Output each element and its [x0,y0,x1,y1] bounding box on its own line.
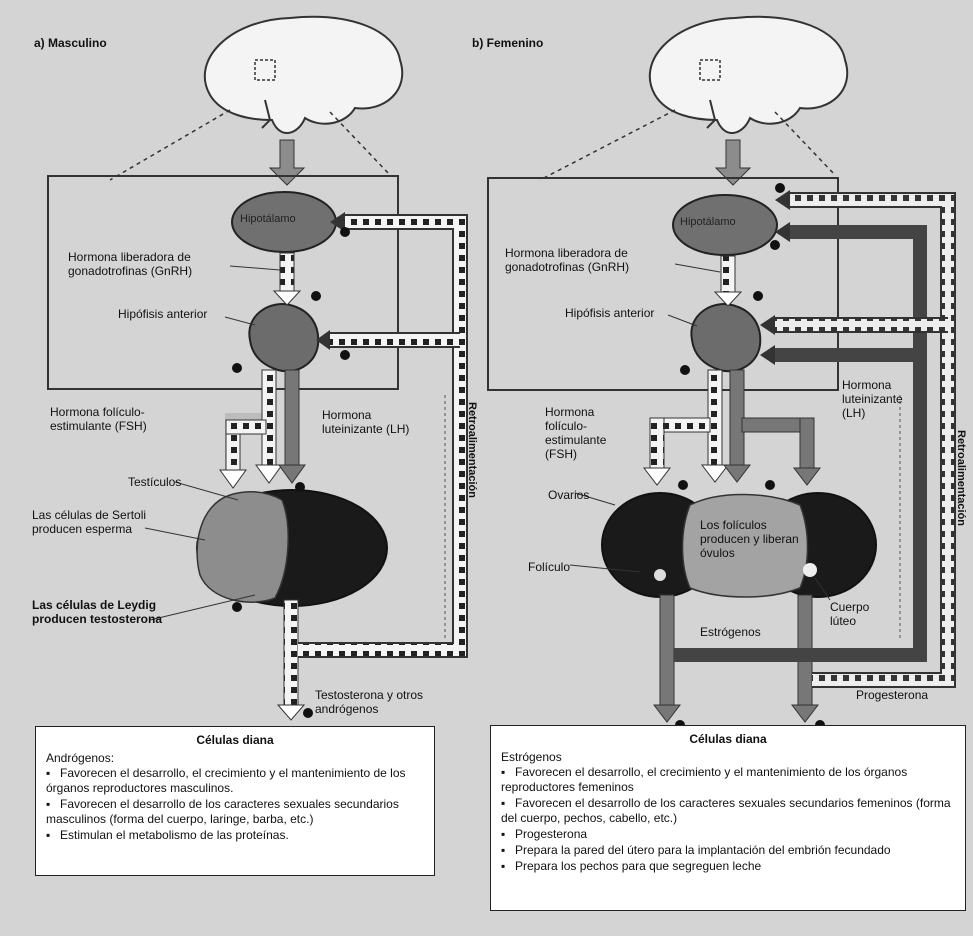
male-inhibit-dot [311,291,321,301]
female-estrogen-head [654,705,680,722]
male-lh-shaft [285,370,299,465]
bullet-icon: ▪ [46,797,60,812]
female-inhibit-dot [770,240,780,250]
male-target-subtitle: Andrógenos: [46,751,424,766]
male-pointer-testes [175,482,238,500]
list-item: ▪Prepara la pared del útero para la impl… [501,843,955,858]
list-item: ▪Prepara los pechos para que segreguen l… [501,859,955,874]
male-pituitary-label: Hipófisis anterior [118,307,207,321]
female-target-list: ▪Favorecen el desarrollo, el crecimiento… [501,765,955,874]
male-output-label: Testosterona y otros andrógenos [315,688,455,716]
female-estrogen-shaft [660,595,674,705]
male-sertoli-region [197,492,288,602]
list-item: ▪Progesterona [501,827,955,842]
bullet-icon: ▪ [46,766,60,781]
female-inhibit-dot [678,480,688,490]
male-inhibit-dot [340,227,350,237]
male-fsh-head-a [256,465,282,483]
male-output-head [278,705,304,720]
list-item: ▪Favorecen el desarrollo, el crecimiento… [46,766,424,796]
female-hypothalamus-label: Hipotálamo [680,215,736,229]
female-feedback-label: Retroalimentación [955,430,967,680]
female-feedback-head [775,190,790,210]
female-lh-head-b [794,468,820,485]
female-target-box: Células diana Estrógenos ▪Favorecen el d… [490,725,966,911]
female-estrogen-label: Estrógenos [700,625,761,639]
list-item: ▪Favorecen el desarrollo de los caracter… [46,797,424,827]
female-heading: b) Femenino [472,36,543,50]
female-inhibit-dot [775,183,785,193]
male-feedback-label: Retroalimentación [466,402,478,662]
female-follicles-label: Los folículos producen y liberan óvulos [700,518,800,560]
male-target-title: Células diana [46,733,424,748]
female-lh-branch-down [800,418,814,468]
list-item: ▪Estimulan el metabolismo de las proteín… [46,828,424,843]
female-pointer-pituitary [668,315,697,326]
male-gnrh-arrow-shaft [280,253,294,291]
female-lh-head-a [724,465,750,482]
male-inhibit-dot [303,708,313,718]
male-brain-outline [205,17,402,133]
male-zoom-arrow [270,140,304,185]
female-follicle-label: Folículo [528,560,570,574]
female-corpus-label: Cuerpo lúteo [830,600,890,628]
male-leydig-label: Las células de Leydig producen testoster… [32,598,172,626]
female-fsh-head-a [644,468,670,485]
female-pointer-gnrh [675,264,720,272]
male-target-box: Células diana Andrógenos: ▪Favorecen el … [35,726,435,876]
female-brain-outline [650,17,847,133]
male-pituitary [249,304,318,371]
bullet-icon: ▪ [501,765,515,780]
male-testes-label: Testículos [128,475,181,489]
female-inhibit-dot [680,365,690,375]
female-fsh-branch-down [650,418,664,468]
male-lh-label: Hormona luteinizante (LH) [322,408,422,436]
female-target-title: Células diana [501,732,955,747]
female-progesterone-label: Progesterona [856,688,928,702]
bullet-icon: ▪ [46,828,60,843]
female-feedback-head [760,345,775,365]
male-pointer-pituitary [225,317,255,325]
male-inhibit-dot [232,602,242,612]
male-inhibit-dot [232,363,242,373]
list-item: ▪Favorecen el desarrollo de los caracter… [501,796,955,826]
male-inhibit-dot [295,482,305,492]
female-gnrh-arrow-shaft [721,256,735,292]
male-fsh-label: Hormona folículo-estimulante (FSH) [50,405,170,433]
male-target-list: ▪Favorecen el desarrollo, el crecimiento… [46,766,424,843]
female-follicle-spot [654,569,666,581]
male-fsh-shaft-a [262,370,276,465]
female-gnrh-label: Hormona liberadora de gonadotrofinas (Gn… [505,246,680,274]
female-inhibit-dot [753,291,763,301]
male-gnrh-label: Hormona liberadora de gonadotrofinas (Gn… [68,250,268,278]
female-progesterone-head [792,705,818,722]
list-item: ▪Favorecen el desarrollo, el crecimiento… [501,765,955,795]
female-target-subtitle: Estrógenos [501,750,955,765]
male-fsh-link [226,420,266,434]
bullet-icon: ▪ [501,859,515,874]
male-heading: a) Masculino [34,36,107,50]
female-feedback-head [760,315,775,335]
female-inhibit-dot [765,480,775,490]
male-lh-head [279,465,305,483]
female-fsh-head-b [702,465,728,482]
bullet-icon: ▪ [501,827,515,842]
bullet-icon: ▪ [501,796,515,811]
male-fsh-head-b [220,470,246,488]
female-ovary-label: Ovarios [548,488,589,502]
female-corpus-spot [803,563,817,577]
male-gnrh-arrow-head [274,291,300,305]
female-lh-label: Hormona luteinizante (LH) [842,378,922,420]
female-pituitary [691,304,760,371]
female-pituitary-label: Hipófisis anterior [565,306,654,320]
bullet-icon: ▪ [501,843,515,858]
female-fsh-label: Hormona folículo-estimulante (FSH) [545,405,635,461]
male-inhibit-dot [340,350,350,360]
male-zoom-line-left [110,110,230,180]
male-sertoli-label: Las células de Sertoli producen esperma [32,508,172,536]
male-hypothalamus-label: Hipotálamo [240,212,296,226]
female-zoom-line-left [540,110,675,180]
male-output-shaft [284,600,298,705]
